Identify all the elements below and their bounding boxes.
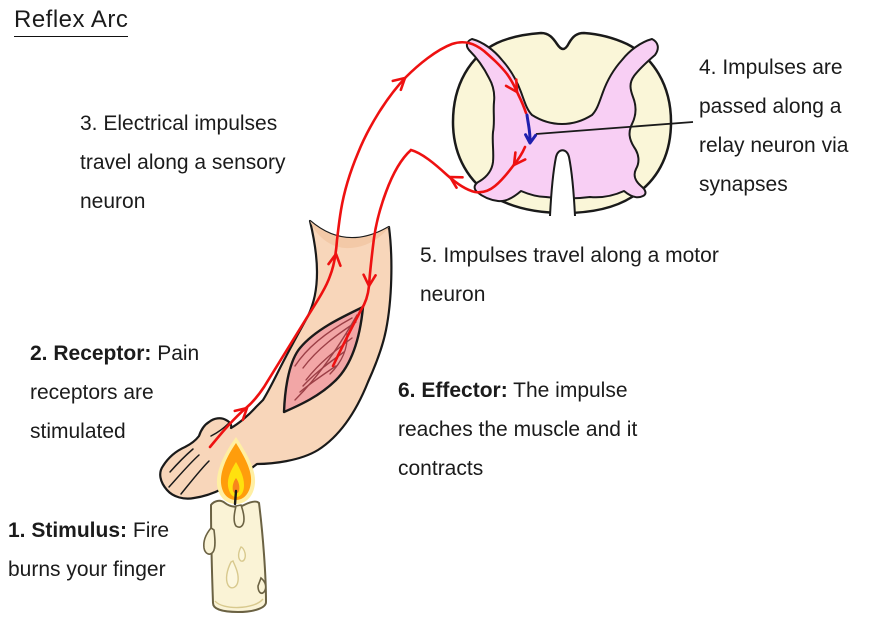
label-line: 5. Impulses travel along a motor <box>420 244 719 267</box>
candle-bottom-shade <box>214 598 264 609</box>
label-line: receptors are <box>30 381 154 404</box>
muscle-fibers <box>294 314 358 401</box>
candle-illustration <box>203 499 267 613</box>
arm-cut-shading <box>310 221 389 249</box>
candle-right-bump <box>257 576 267 594</box>
label-step5-motor: 5. Impulses travel along a motor neuron <box>420 236 719 314</box>
relay-neuron-pointer-line <box>535 121 694 135</box>
label-line: 6. Effector: The impulse <box>398 379 628 402</box>
page-title: Reflex Arc <box>14 6 129 37</box>
label-step3-sensory: 3. Electrical impulses travel along a se… <box>80 104 285 221</box>
flame-icon <box>216 437 256 506</box>
label-step4-relay: 4. Impulses are passed along a relay neu… <box>699 48 848 204</box>
candle-wick <box>233 489 238 506</box>
label-line: 1. Stimulus: Fire <box>8 519 170 542</box>
label-step6-effector: 6. Effector: The impulse reaches the mus… <box>398 371 637 488</box>
relay-neuron-path <box>525 113 532 142</box>
label-line: synapses <box>699 173 788 196</box>
label-line: relay neuron via <box>699 134 849 157</box>
label-step1-stimulus: 1. Stimulus: Fire burns your finger <box>8 511 169 589</box>
label-line: neuron <box>80 190 146 213</box>
label-line: neuron <box>420 283 486 306</box>
label-line: contracts <box>398 457 484 480</box>
label-line: burns your finger <box>8 558 166 581</box>
relay-arrowhead <box>524 133 538 145</box>
label-line: reaches the muscle and it <box>398 418 638 441</box>
finger-lines <box>168 422 230 495</box>
flame-core <box>232 478 240 494</box>
label-line: 4. Impulses are <box>699 56 843 79</box>
label-line: passed along a <box>699 95 842 118</box>
motor-neuron-path <box>331 145 527 368</box>
candle-side-drip <box>203 526 216 555</box>
label-line: 2. Receptor: Pain <box>30 342 200 365</box>
label-line: 3. Electrical impulses <box>80 112 278 135</box>
label-line: travel along a sensory <box>80 151 286 174</box>
arm-skin <box>159 219 393 500</box>
cord-ventral-fissure <box>549 149 576 217</box>
label-step2-receptor: 2. Receptor: Pain receptors are stimulat… <box>30 334 199 451</box>
label-line: stimulated <box>30 420 126 443</box>
red-arrowheads <box>233 76 527 422</box>
muscle-illustration <box>282 305 365 414</box>
arm-illustration <box>159 219 393 500</box>
nerve-pathways <box>208 40 538 449</box>
candle-wax-drips <box>225 546 246 589</box>
sensory-neuron-path <box>208 40 528 449</box>
candle-rim-drip <box>233 504 245 528</box>
